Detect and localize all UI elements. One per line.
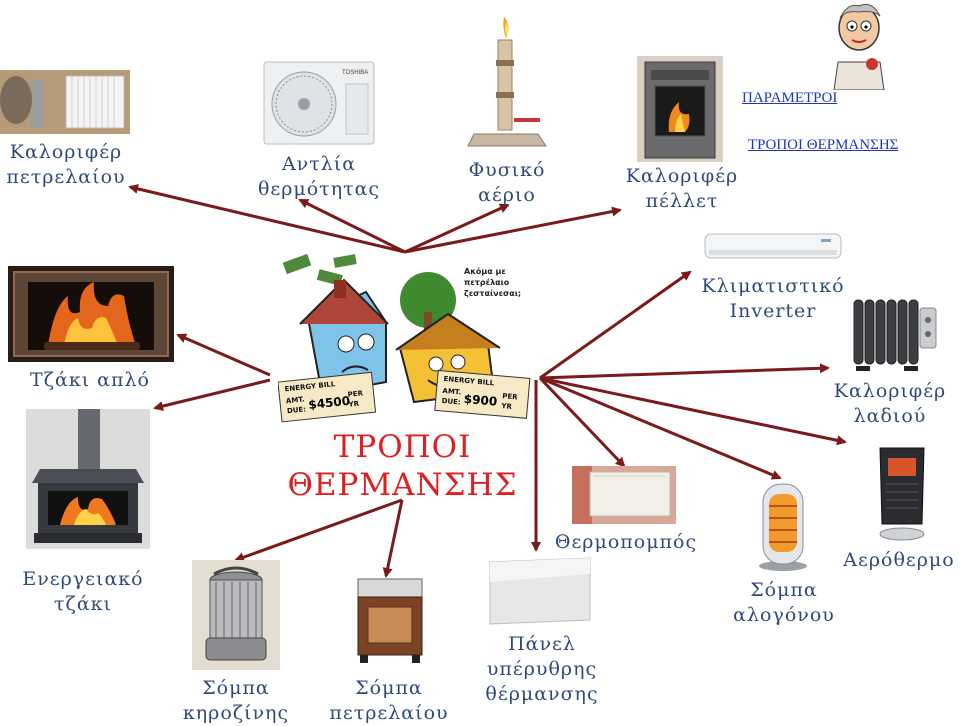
bill-2-value: $900 <box>463 392 497 409</box>
heat-pump-photo: TOSHIBA <box>263 61 375 145</box>
bill-2-due: DUE: <box>441 397 461 407</box>
infrared-panel-photo <box>489 557 591 625</box>
bill-2-amt: AMT. <box>442 387 461 397</box>
label-convector: Θερμοπομπός <box>554 531 698 553</box>
convector-photo <box>572 466 676 524</box>
arrow-to-kerosene-stove <box>234 498 403 562</box>
oil-filled-radiator-photo <box>853 299 937 371</box>
arrow-to-pellet-radiator <box>404 206 622 254</box>
arrow-to-energy-fireplace <box>153 378 271 411</box>
arrow-to-oil-stove <box>382 499 404 578</box>
kerosene-stove-photo <box>192 560 280 670</box>
fireplace-photo <box>8 266 174 362</box>
link-parameters[interactable]: ΠΑΡΑΜΕΤΡΟΙ <box>742 90 838 106</box>
link-heating-methods[interactable]: ΤΡΟΠΟΙ ΘΕΡΜΑΝΣΗΣ <box>748 137 899 153</box>
pellet-stove-photo <box>637 56 723 162</box>
bill-1-value: $4500 <box>308 394 351 412</box>
bill-1-per: PER <box>347 389 364 399</box>
arrow-to-halogen-stove <box>539 376 782 480</box>
fan-heater-photo <box>879 447 925 541</box>
label-fireplace: Τζάκι απλό <box>30 369 150 391</box>
oil-stove-photo <box>357 578 423 663</box>
arrow-to-heat-pump <box>298 198 406 254</box>
label-fan-heater: Αερόθερμο <box>843 549 955 571</box>
arrow-to-natural-gas <box>404 203 510 254</box>
heat-pump-brand-text: TOSHIBA <box>342 70 368 76</box>
houses-cartoon-icon: Ακόμα με πετρέλαιο ζεσταίνεσαι; ENERGY B… <box>278 253 531 423</box>
gas-burner-photo <box>467 16 547 147</box>
bill-1-amt: AMT. <box>286 395 305 405</box>
arrow-to-fireplace <box>176 333 271 377</box>
bill-1-yr: YR <box>347 400 360 409</box>
halogen-stove-photo <box>759 483 807 571</box>
ac-inverter-photo <box>704 233 842 259</box>
speech-line-3: ζεσταίνεσαι; <box>464 288 521 298</box>
speech-line-2: πετρέλαιο <box>464 277 510 287</box>
bill-1-due: DUE: <box>287 405 307 415</box>
arrow-to-oil-filled-radiator <box>539 363 830 380</box>
svg-text:Ακόμα με πετρέλαιο ζεσ: Ακόμα με πετρέλαιο ζεσταίνεσαι; <box>464 266 521 298</box>
energy-fireplace-photo <box>26 409 150 549</box>
teacher-cartoon-icon <box>833 3 885 90</box>
arrow-to-convector <box>538 376 626 468</box>
speech-line-1: Ακόμα με <box>464 266 506 276</box>
oil-radiator-photo <box>0 70 130 134</box>
arrow-to-oil-radiator <box>128 183 406 254</box>
bill-2-yr: YR <box>500 402 513 411</box>
arrow-to-ac-inverter <box>539 270 692 380</box>
bill-2-per: PER <box>502 392 519 401</box>
arrow-to-fan-heater <box>539 376 847 446</box>
